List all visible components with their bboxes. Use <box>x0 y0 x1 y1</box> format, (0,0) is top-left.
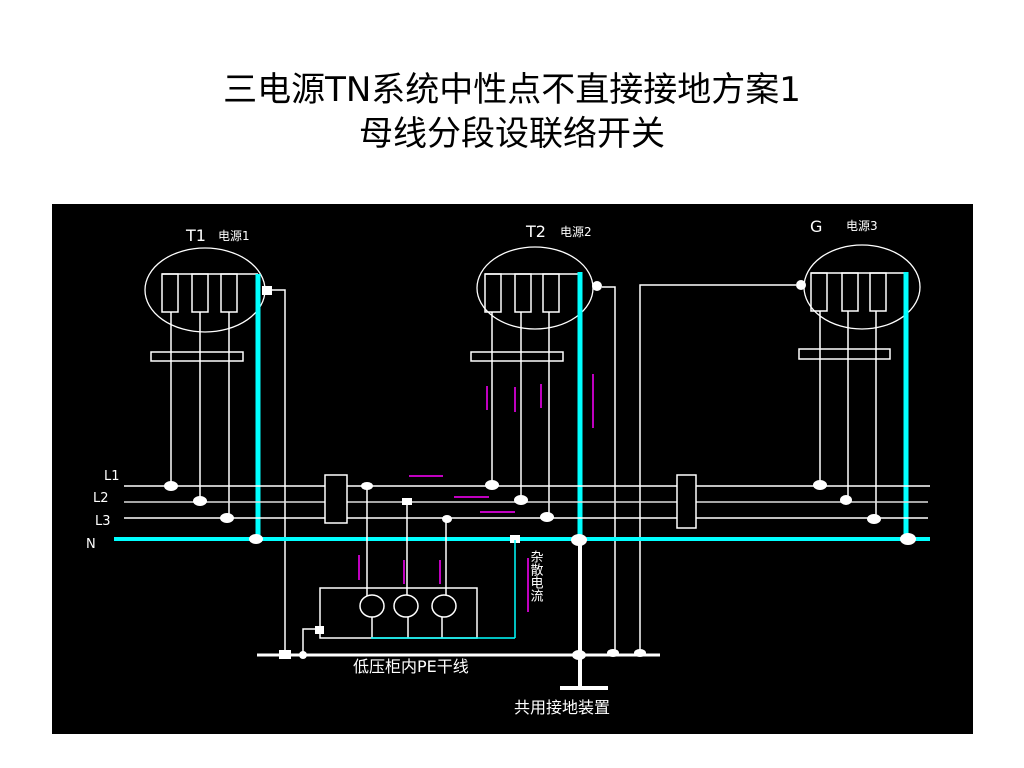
source-g-caption: 电源3 <box>846 219 878 233</box>
generator-g-outline <box>803 244 921 330</box>
slide-title-line-2: 母线分段设联络开关 <box>359 114 665 154</box>
source-g: G 电源3 <box>639 217 921 654</box>
wiring-diagram: T1 电源1 T2 电源2 G 电源3 <box>86 217 930 717</box>
bus-label-n: N <box>86 537 96 552</box>
load-phase-c <box>431 594 457 618</box>
source-t1: T1 电源1 <box>144 226 286 654</box>
source-t2-label: T2 <box>525 222 546 241</box>
breaker-t1 <box>150 351 244 362</box>
source-g-label: G <box>810 217 822 236</box>
tie-switch-left <box>324 474 348 524</box>
winding-t1-b <box>191 273 209 313</box>
bus-label-l2: L2 <box>93 491 109 506</box>
bus-label-l3: L3 <box>95 514 111 529</box>
winding-t1-c <box>220 273 238 313</box>
pe-link-t1 <box>272 289 286 654</box>
grounding-label: 共用接地装置 <box>514 698 610 717</box>
source-t2: T2 电源2 <box>470 222 616 654</box>
slide-title-line-1: 三电源TN系统中性点不直接接地方案1 <box>223 70 801 110</box>
winding-t1-a <box>161 273 179 313</box>
current-arrows <box>358 374 594 612</box>
bus-bars: L1 L2 L3 N <box>86 469 930 552</box>
transformer-t1-outline <box>144 247 266 333</box>
breaker-t2 <box>470 351 564 362</box>
source-t2-caption: 电源2 <box>560 225 592 239</box>
pe-link-g <box>639 284 796 654</box>
stray-current-label: 杂散电流 <box>528 550 544 602</box>
load-phase-b <box>393 594 419 618</box>
bus-label-l1: L1 <box>104 469 120 484</box>
load-equipment <box>302 486 516 655</box>
pe-trunk-label: 低压柜内PE干线 <box>353 657 469 676</box>
pe-trunk: 低压柜内PE干线 共用接地装置 <box>257 540 660 717</box>
pe-link-t2 <box>602 286 616 654</box>
transformer-t2-outline <box>476 246 594 330</box>
breaker-g <box>798 348 891 360</box>
wiring-diagram-panel: T1 电源1 T2 电源2 G 电源3 <box>52 204 973 734</box>
load-phase-a <box>359 594 385 618</box>
tie-switch-right <box>676 474 697 529</box>
source-t1-caption: 电源1 <box>218 229 250 243</box>
source-t1-label: T1 <box>185 226 206 245</box>
